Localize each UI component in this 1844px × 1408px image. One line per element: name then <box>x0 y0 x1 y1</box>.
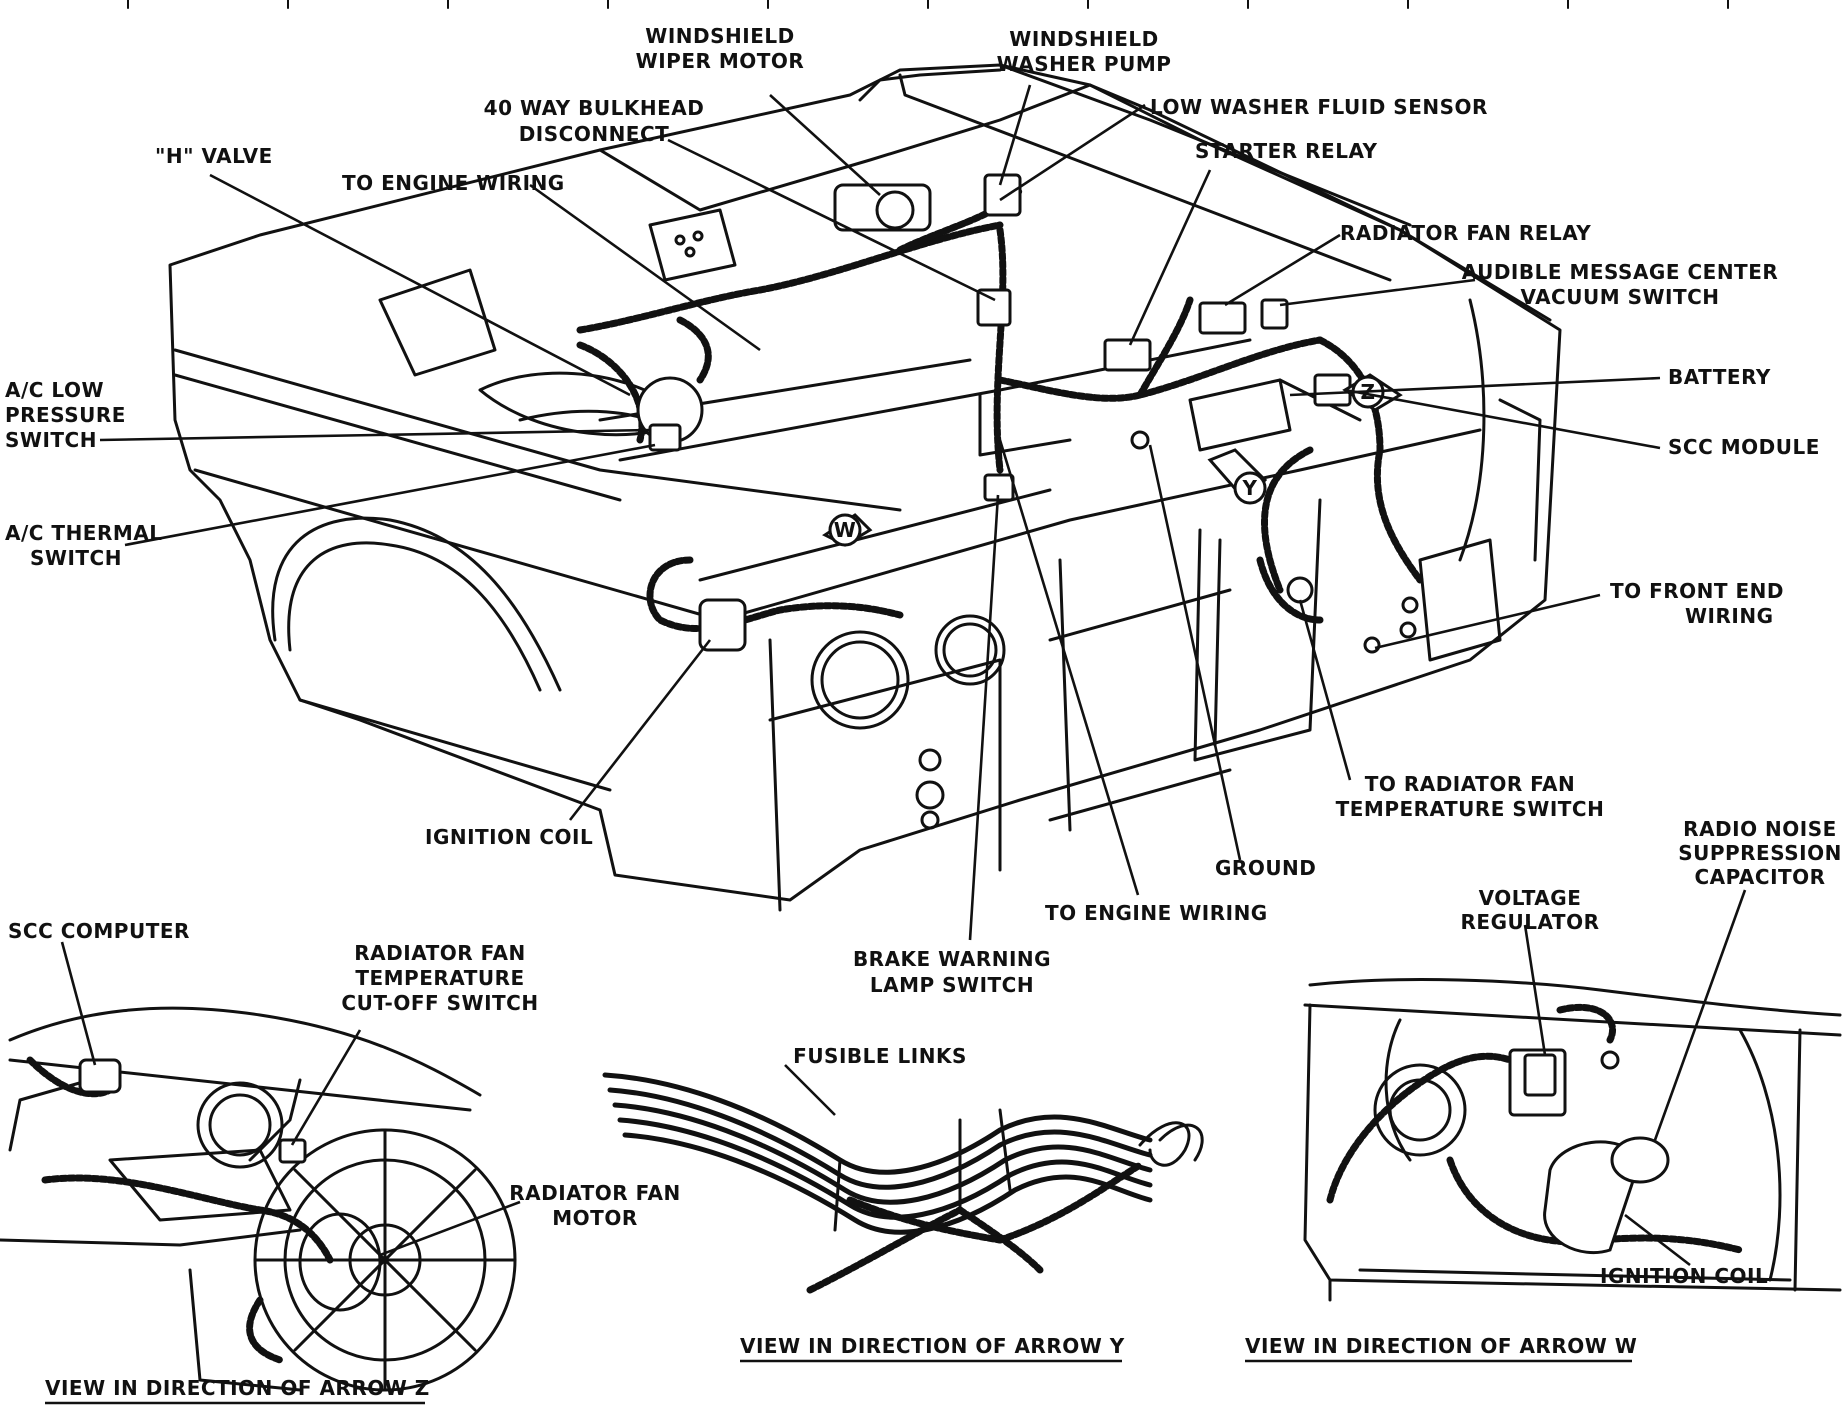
label-ac-thermal-switch: A/C THERMAL SWITCH <box>5 521 163 570</box>
svg-text:TO RADIATOR FAN: TO RADIATOR FAN <box>1365 772 1576 796</box>
svg-text:PRESSURE: PRESSURE <box>5 403 126 427</box>
main-labels: WINDSHIELD WIPER MOTOR WINDSHIELD WASHER… <box>5 24 1820 997</box>
svg-text:SUPPRESSION: SUPPRESSION <box>1678 841 1842 865</box>
label-to-radiator-fan-temp-switch: TO RADIATOR FAN TEMPERATURE SWITCH <box>1336 772 1605 821</box>
arrow-marker-w: W <box>822 513 873 547</box>
label-radiator-fan-motor: RADIATOR FAN MOTOR <box>509 1181 680 1230</box>
svg-text:REGULATOR: REGULATOR <box>1461 910 1600 934</box>
view-z-caption: VIEW IN DIRECTION OF ARROW Z <box>45 1376 430 1400</box>
label-bulkhead-disconnect: 40 WAY BULKHEAD DISCONNECT <box>484 96 705 146</box>
svg-text:VACUUM SWITCH: VACUUM SWITCH <box>1520 285 1719 309</box>
svg-text:CAPACITOR: CAPACITOR <box>1694 865 1825 889</box>
svg-text:TEMPERATURE SWITCH: TEMPERATURE SWITCH <box>1336 797 1605 821</box>
svg-text:BRAKE WARNING: BRAKE WARNING <box>853 947 1051 971</box>
svg-text:AUDIBLE MESSAGE CENTER: AUDIBLE MESSAGE CENTER <box>1462 260 1779 284</box>
view-y-caption: VIEW IN DIRECTION OF ARROW Y <box>740 1334 1125 1358</box>
label-ignition-coil: IGNITION COIL <box>425 825 593 849</box>
label-brake-warning-lamp-switch: BRAKE WARNING LAMP SWITCH <box>853 947 1051 997</box>
brake-switch-body <box>983 473 1015 502</box>
label-ac-low-pressure-switch: A/C LOW PRESSURE SWITCH <box>5 378 126 452</box>
svg-text:40 WAY BULKHEAD: 40 WAY BULKHEAD <box>484 96 705 120</box>
engine-compartment-illustration <box>168 63 1562 912</box>
svg-text:WIRING: WIRING <box>1685 604 1774 628</box>
label-to-engine-wiring-top: TO ENGINE WIRING <box>342 171 565 195</box>
svg-text:Y: Y <box>1242 476 1258 500</box>
view-y-panel: FUSIBLE LINKS VIEW IN DIRECTION OF ARROW… <box>602 1044 1204 1363</box>
svg-text:CUT-OFF SWITCH: CUT-OFF SWITCH <box>341 991 538 1015</box>
label-scc-module: SCC MODULE <box>1668 435 1820 459</box>
view-w-illustration <box>1303 978 1842 1302</box>
view-w-caption: VIEW IN DIRECTION OF ARROW W <box>1245 1334 1637 1358</box>
view-z-panel: SCC COMPUTER RADIATOR FAN TEMPERATURE CU… <box>0 919 680 1405</box>
svg-text:DISCONNECT: DISCONNECT <box>519 122 670 146</box>
label-radiator-fan-relay: RADIATOR FAN RELAY <box>1340 221 1591 245</box>
label-starter-relay: STARTER RELAY <box>1195 139 1378 163</box>
svg-text:MOTOR: MOTOR <box>552 1206 637 1230</box>
main-leader-lines <box>99 84 1661 941</box>
label-audible-message-center: AUDIBLE MESSAGE CENTER VACUUM SWITCH <box>1462 260 1779 309</box>
svg-text:WINDSHIELD: WINDSHIELD <box>645 24 794 48</box>
svg-text:W: W <box>834 518 857 542</box>
label-voltage-regulator: VOLTAGE REGULATOR <box>1461 886 1600 934</box>
fan-temp-switch-body <box>1286 576 1314 604</box>
ignition-coil-body <box>698 598 747 652</box>
svg-text:WIPER MOTOR: WIPER MOTOR <box>636 49 805 73</box>
label-ground: GROUND <box>1215 856 1316 880</box>
label-radio-noise-capacitor: RADIO NOISE SUPPRESSION CAPACITOR <box>1678 817 1842 889</box>
svg-text:RADIATOR FAN: RADIATOR FAN <box>354 941 525 965</box>
svg-text:WINDSHIELD: WINDSHIELD <box>1009 27 1158 51</box>
label-to-front-end-wiring: TO FRONT END WIRING <box>1610 579 1784 628</box>
ac-switch-body <box>648 423 682 452</box>
label-battery: BATTERY <box>1668 365 1771 389</box>
label-scc-computer: SCC COMPUTER <box>8 919 190 943</box>
svg-text:SWITCH: SWITCH <box>30 546 122 570</box>
arrow-marker-y: Y <box>1207 448 1268 505</box>
svg-text:SWITCH: SWITCH <box>5 428 97 452</box>
svg-text:VOLTAGE: VOLTAGE <box>1479 886 1582 910</box>
svg-text:A/C THERMAL: A/C THERMAL <box>5 521 163 545</box>
svg-text:TO FRONT END: TO FRONT END <box>1610 579 1784 603</box>
bulkhead-connector <box>976 288 1012 327</box>
label-radiator-fan-cutoff-switch: RADIATOR FAN TEMPERATURE CUT-OFF SWITCH <box>341 941 538 1015</box>
svg-text:RADIO NOISE: RADIO NOISE <box>1683 817 1837 841</box>
fusible-links-bundle <box>602 1072 1204 1294</box>
label-h-valve: "H" VALVE <box>155 144 273 168</box>
starter-relay-body <box>1103 338 1152 372</box>
view-z-illustration <box>0 1006 517 1392</box>
label-ignition-coil-w: IGNITION COIL <box>1600 1264 1768 1288</box>
vacuum-switch-body <box>1260 298 1289 330</box>
svg-text:RADIATOR FAN: RADIATOR FAN <box>509 1181 680 1205</box>
label-windshield-wiper-motor: WINDSHIELD WIPER MOTOR <box>636 24 805 73</box>
main-wiring-harness <box>576 186 1424 633</box>
view-w-panel: VOLTAGE REGULATOR RADIO NOISE SUPPRESSIO… <box>1245 817 1842 1363</box>
svg-text:LAMP SWITCH: LAMP SWITCH <box>870 973 1034 997</box>
ignition-coil-w-body <box>1543 1136 1670 1255</box>
main-components <box>636 173 1381 654</box>
label-to-engine-wiring-bottom: TO ENGINE WIRING <box>1045 901 1268 925</box>
svg-text:TEMPERATURE: TEMPERATURE <box>355 966 524 990</box>
label-windshield-washer-pump: WINDSHIELD WASHER PUMP <box>997 27 1172 76</box>
label-fusible-links: FUSIBLE LINKS <box>793 1044 967 1068</box>
fan-relay-body <box>1198 301 1247 335</box>
svg-text:A/C LOW: A/C LOW <box>5 378 104 402</box>
top-edge-ticks <box>127 0 1729 9</box>
svg-text:WASHER PUMP: WASHER PUMP <box>997 52 1172 76</box>
label-low-washer-fluid-sensor: LOW WASHER FLUID SENSOR <box>1150 95 1488 119</box>
